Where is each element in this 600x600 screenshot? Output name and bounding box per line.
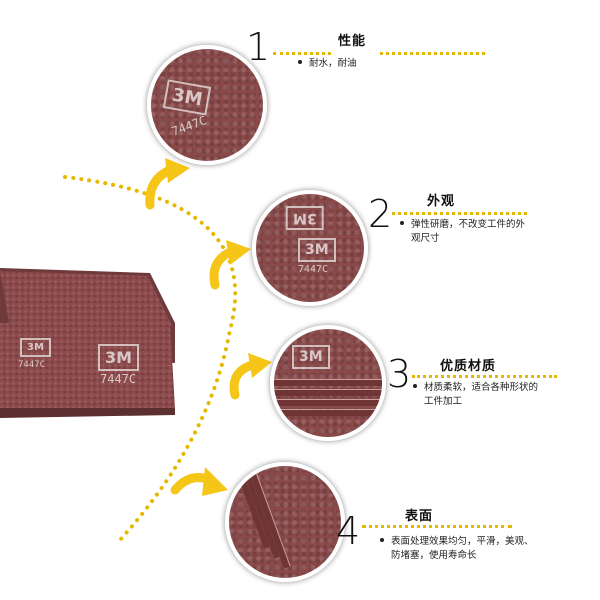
curved-arrow-icon (145, 158, 190, 210)
feature-desc: 材质柔软，适合各种形状的 工件加工 (413, 381, 538, 409)
dotted-leader (412, 375, 557, 378)
curved-arrow-icon (209, 240, 251, 290)
feature-title: 外观 (427, 194, 456, 209)
brand-logo: 3M (20, 338, 51, 357)
model-code: 7447C (18, 360, 46, 370)
feature-photo-1: 3M 7447C (147, 45, 267, 165)
feature-desc: 表面处理效果均匀，平滑，美观、 防堵塞，使用寿命长 (380, 535, 534, 563)
feature-photo-3: 3M (270, 325, 386, 441)
feature-desc: 弹性研磨，不改变工件的外 观尺寸 (400, 218, 525, 246)
feature-number: 1 (246, 25, 271, 69)
feature-number: 2 (368, 192, 393, 236)
curved-arrow-icon (229, 353, 272, 400)
feature-photo-2: 3M 3M 7447C (252, 190, 368, 306)
curved-arrow-icon (170, 467, 228, 496)
dotted-leader (362, 525, 512, 528)
product-image: 3M 3M 7447C 7447C (0, 268, 200, 428)
brand-logo: 3M (98, 344, 140, 371)
feature-title: 性能 (338, 34, 367, 49)
model-code: 7447C (100, 372, 137, 386)
dotted-leader (273, 52, 331, 55)
feature-desc: 耐水，耐油 (298, 57, 357, 71)
dotted-leader (380, 52, 485, 55)
feature-title: 表面 (405, 509, 434, 524)
brand-logo: 3M (286, 206, 324, 230)
model-code: 7447C (298, 264, 329, 275)
dotted-leader (392, 212, 527, 215)
feature-number: 3 (387, 352, 412, 396)
brand-logo: 3M (298, 238, 336, 262)
feature-title: 优质材质 (440, 359, 497, 374)
brand-logo: 3M (292, 345, 330, 369)
feature-photo-4 (225, 462, 345, 582)
feature-number: 4 (336, 509, 361, 553)
